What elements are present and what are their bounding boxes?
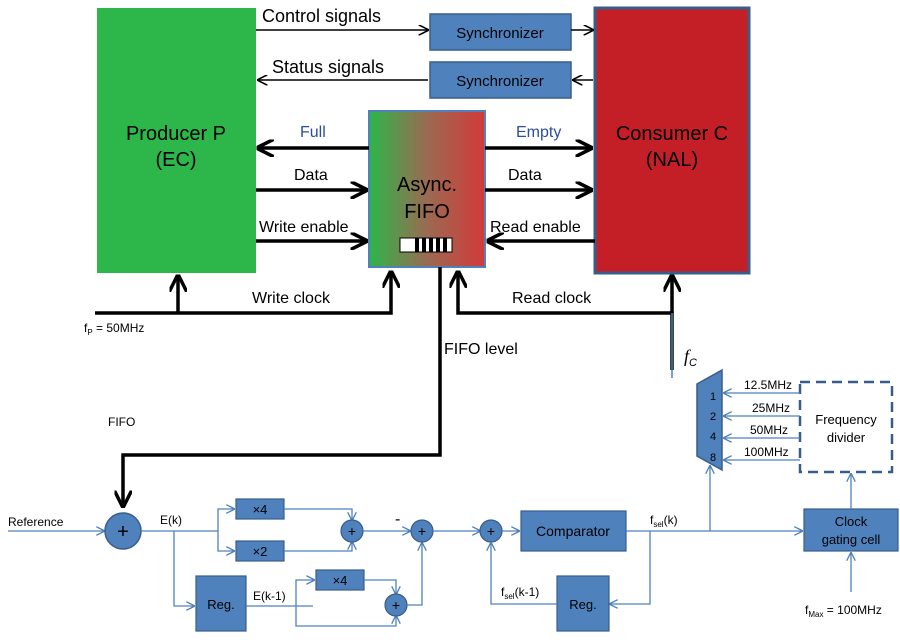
comparator <box>520 510 627 552</box>
ek1-to-adder4 <box>295 606 396 627</box>
producer-label-line2: (EC) <box>155 149 196 171</box>
ek-to-x4 <box>217 509 234 531</box>
fmax-label: fMax = 100MHz <box>805 603 882 619</box>
frequency-divider <box>798 380 894 474</box>
ek1-label: E(k-1) <box>253 589 286 603</box>
fsel-to-reg2 <box>610 531 651 604</box>
producer-label-line1: Producer P <box>126 123 226 145</box>
producer-block <box>97 8 256 273</box>
data-left-label: Data <box>294 167 328 184</box>
reference-label: Reference <box>8 515 64 529</box>
ek-to-reg <box>173 531 194 606</box>
adder-5-plus: + <box>487 523 495 539</box>
synchronizer-bottom-label: Synchronizer <box>456 73 544 90</box>
write-clock-line <box>95 272 391 315</box>
ek-to-x2 <box>217 531 234 551</box>
read-clock-label: Read clock <box>512 290 592 307</box>
ek-label: E(k) <box>160 513 182 527</box>
clock-gating-line1: Clock <box>835 514 868 529</box>
adder4-to-adder3 <box>407 543 422 606</box>
data-right-label: Data <box>508 167 542 184</box>
adder-1-plus: + <box>117 521 129 543</box>
x4-to-adder4 <box>364 579 396 594</box>
fifo-input-label: FIFO <box>108 415 135 429</box>
x4-to-adder2 <box>284 508 352 520</box>
fc-label: fC <box>684 346 697 369</box>
write-enable-label: Write enable <box>259 219 349 236</box>
clock-mux <box>696 368 723 472</box>
register-1 <box>195 575 247 632</box>
reg2-to-adder5 <box>491 543 557 605</box>
div-out-12-5-label: 12.5MHz <box>744 378 792 392</box>
clock-gating-line2: gating cell <box>822 532 881 547</box>
ek1-to-x4 <box>295 580 314 606</box>
adder-2-plus: + <box>348 523 356 539</box>
div-out-25-label: 25MHz <box>752 401 790 415</box>
synchronizer-top <box>429 13 572 51</box>
control-signals-label: Control signals <box>262 6 381 26</box>
fifo-level-line <box>123 267 442 506</box>
consumer-block <box>593 6 751 275</box>
read-enable-label: Read enable <box>490 219 581 236</box>
fp-label: fP = 50MHz <box>84 321 144 337</box>
register-2-label: Reg. <box>569 597 596 612</box>
fifo-label-line1: Async. <box>397 174 457 196</box>
synchronizer-bottom <box>429 61 572 99</box>
fifo-label-line2: FIFO <box>404 201 450 223</box>
fsel-k-label: fsel(k) <box>650 513 678 529</box>
div-out-100-label: 100MHz <box>744 445 789 459</box>
mux-input-8: 8 <box>710 452 716 464</box>
minus-sign: - <box>395 511 400 528</box>
fifo-level-label: FIFO level <box>444 341 518 358</box>
fsel-k1-label: fsel(k-1) <box>501 585 539 601</box>
empty-label: Empty <box>516 124 561 141</box>
status-signals-label: Status signals <box>272 57 384 77</box>
frequency-divider-line2: divider <box>827 430 866 445</box>
clock-gating-cell <box>803 508 899 552</box>
write-clock-label: Write clock <box>252 290 331 307</box>
adder-4-plus: + <box>392 597 400 613</box>
queue-icon <box>399 237 453 253</box>
full-label: Full <box>300 124 326 141</box>
mux-input-1: 1 <box>710 391 716 403</box>
div-out-50-label: 50MHz <box>750 423 788 437</box>
comparator-label: Comparator <box>536 523 610 539</box>
gain-x4-bottom-label: ×4 <box>333 573 348 588</box>
gain-x2-label: ×2 <box>253 544 268 559</box>
consumer-label-line2: (NAL) <box>646 149 698 171</box>
register-2 <box>556 575 610 632</box>
consumer-label-line1: Consumer C <box>616 123 728 145</box>
synchronizer-top-label: Synchronizer <box>456 25 544 42</box>
register-1-label: Reg. <box>207 597 234 612</box>
mux-input-4: 4 <box>710 431 716 443</box>
adder-3-plus: + <box>418 523 426 539</box>
frequency-divider-line1: Frequency <box>815 412 877 427</box>
gain-x4-top-label: ×4 <box>253 502 268 517</box>
mux-input-2: 2 <box>710 411 716 423</box>
x2-to-adder2 <box>284 542 352 552</box>
